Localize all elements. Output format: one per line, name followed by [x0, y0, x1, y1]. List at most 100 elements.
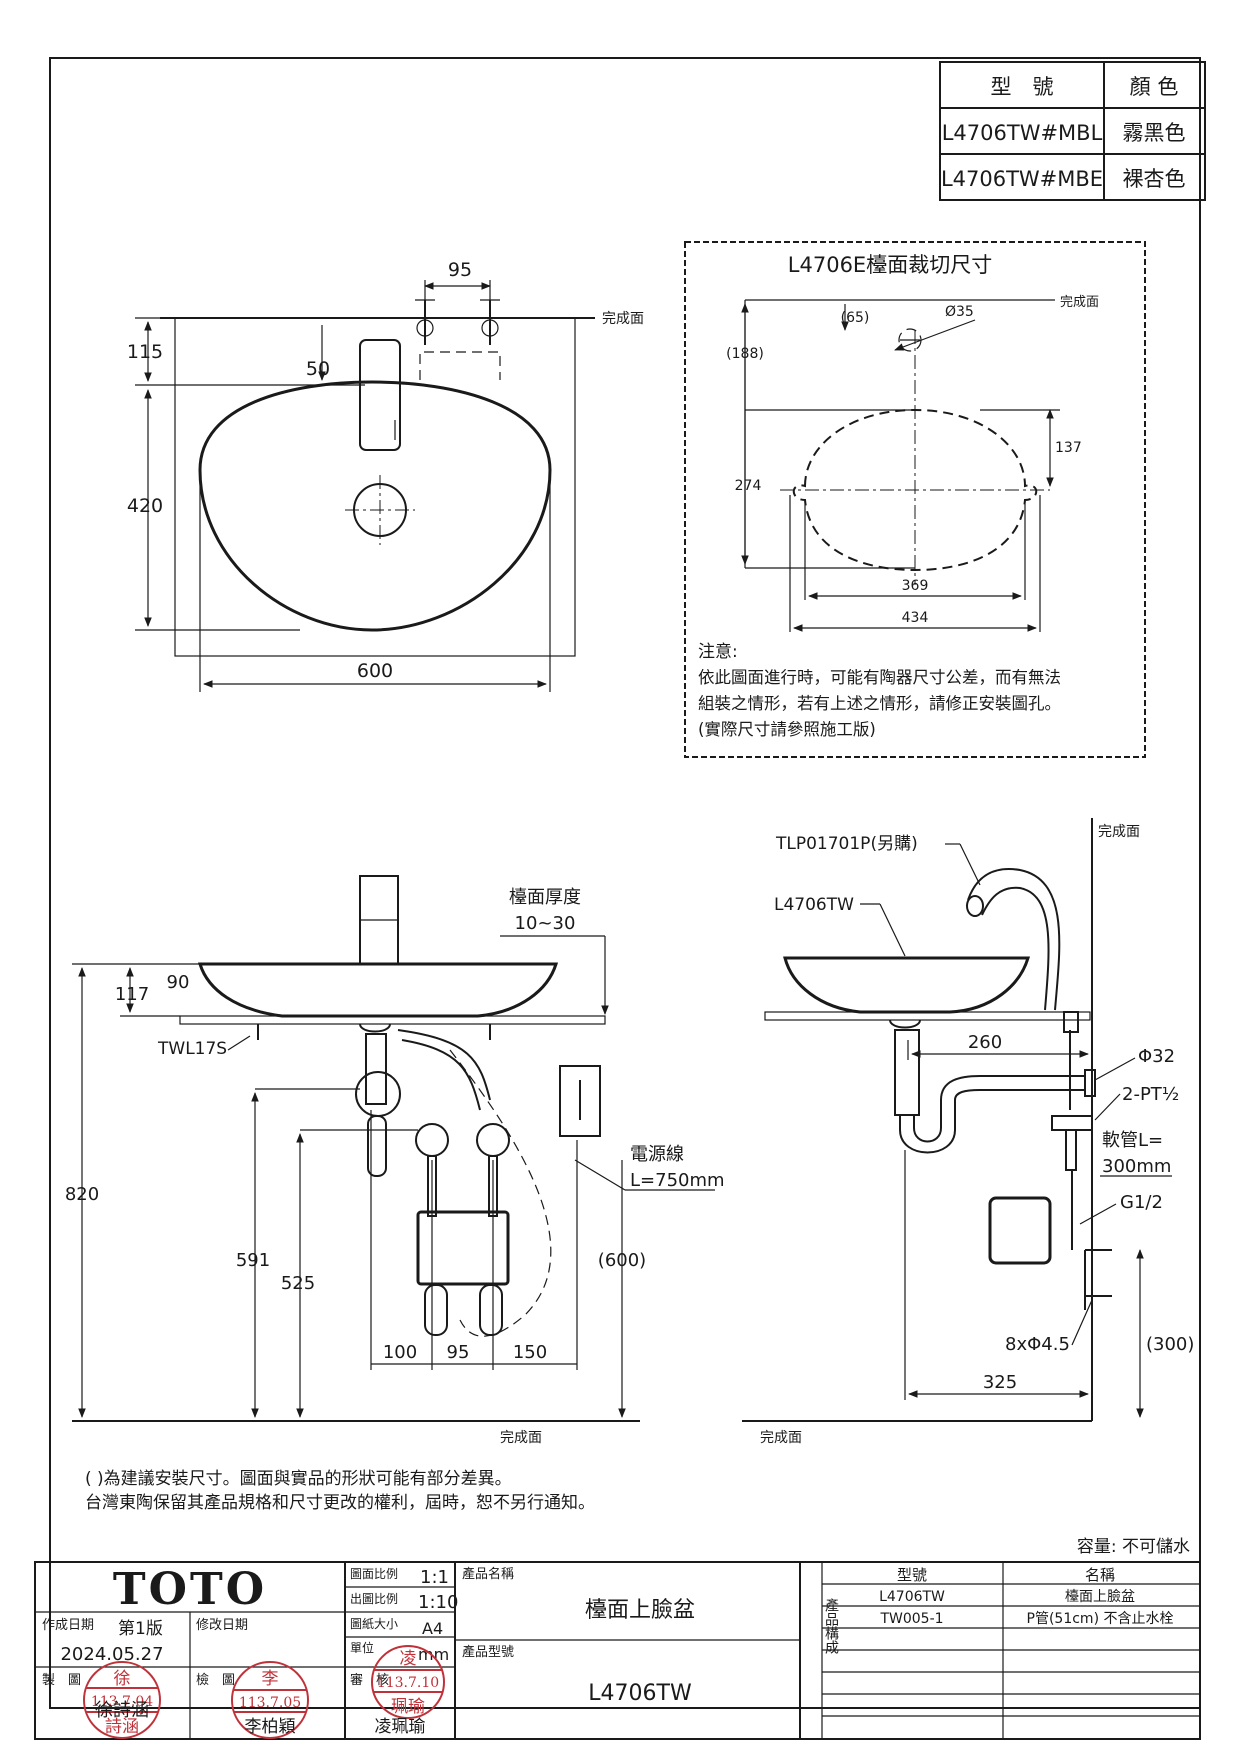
product-name-label: 產品名稱	[462, 1566, 514, 1582]
composition-label-text: 產品構成	[783, 1597, 839, 1655]
composition-label: 產品構成	[783, 1597, 839, 1655]
front-view: 檯面厚度 10~30 117 90 TWL17S 820 591 525 (60…	[65, 875, 725, 1446]
cutout-dim-369: 369	[902, 578, 929, 594]
control-box-side	[988, 1196, 1052, 1265]
power-cord-label: 電源線	[630, 1144, 684, 1165]
comp-header-model: 型號	[897, 1566, 927, 1584]
approve-stamp-top: 凌	[400, 1649, 417, 1669]
top-dim-600: 600	[357, 660, 393, 682]
edition: 第1版	[118, 1619, 163, 1639]
basin-front	[197, 962, 559, 1018]
side-finish-bottom: 完成面	[760, 1430, 802, 1446]
side-finish-top: 完成面	[1098, 824, 1140, 840]
side-hose-label: 軟管L=	[1102, 1130, 1163, 1151]
counter-side	[764, 1011, 1091, 1021]
cutout-panel: L4706E檯面裁切尺寸 完成面 (65) Ø35 (188) 274 137 …	[684, 241, 1146, 758]
color-row-2: 裸杏色	[1123, 167, 1186, 191]
front-dim-600: (600)	[598, 1250, 646, 1271]
check-stamp: 李 113.7.05	[231, 1661, 309, 1739]
approve-stamp: 凌 113.7.10 珮瑜	[371, 1645, 445, 1719]
toto-logo: TOTO	[113, 1564, 267, 1615]
product-name: 檯面上臉盆	[585, 1598, 695, 1623]
front-finish-label: 完成面	[500, 1430, 542, 1446]
twl-label: TWL17S	[157, 1039, 227, 1059]
basin-outline-top	[198, 380, 552, 632]
color-header: 顏 色	[1130, 75, 1179, 99]
model-row-1: L4706TW#MBL	[942, 121, 1103, 145]
cutout-finish-label: 完成面	[1060, 295, 1099, 310]
cutout-dim-137: 137	[1055, 440, 1082, 456]
side-screws-label: 8xΦ4.5	[1005, 1334, 1070, 1355]
cutout-dim-434: 434	[902, 610, 929, 626]
cutout-note-line1: 依此圖面進行時，可能有陶器尺寸公差，而有無法	[698, 668, 1061, 687]
front-dim-95: 95	[447, 1342, 470, 1363]
paper-label: 圖紙大小	[350, 1616, 398, 1631]
note-line-1: ( )為建議安裝尺寸。圖面與實品的形狀可能有部分差異。	[85, 1469, 512, 1489]
comp-row-1-name: 檯面上臉盆	[1065, 1589, 1135, 1605]
wall-fittings	[415, 299, 500, 345]
check-label: 檢 圖	[196, 1672, 235, 1688]
model-header: 型 號	[991, 75, 1054, 99]
revised-date-label: 修改日期	[196, 1618, 248, 1633]
drawn-stamp-date: 113.7.04	[91, 1694, 153, 1710]
comp-row-1-model: L4706TW	[879, 1589, 945, 1605]
top-dim-420: 420	[127, 495, 163, 517]
drawn-label: 製 圖	[42, 1673, 81, 1688]
unit-value: mm	[418, 1645, 449, 1664]
cutout-hole	[898, 328, 922, 352]
approve-signature: 凌珮瑜	[375, 1717, 426, 1737]
side-view: 完成面 TLP01701P(另購) L4706TW 26	[742, 818, 1194, 1446]
print-scale-label: 出圖比例	[350, 1592, 398, 1606]
front-dim-150: 150	[513, 1342, 547, 1363]
top-finish-label: 完成面	[602, 311, 644, 327]
faucet-top	[359, 339, 401, 451]
product-model-label: 產品型號	[462, 1644, 514, 1660]
front-dim-100: 100	[383, 1342, 417, 1363]
front-dim-591: 591	[236, 1250, 270, 1271]
counter-thickness-label: 檯面厚度	[509, 887, 581, 908]
check-signature: 李柏穎	[245, 1717, 296, 1737]
power-cord-length: L=750mm	[630, 1170, 725, 1191]
front-dim-90: 90	[167, 972, 190, 993]
comp-row-2-model: TW005-1	[879, 1611, 943, 1627]
drawn-stamp: 徐 113.7.04 詩涵	[83, 1661, 161, 1739]
approve-stamp-name: 珮瑜	[391, 1697, 425, 1717]
check-stamp-date: 113.7.05	[239, 1695, 301, 1711]
front-dim-117: 117	[115, 984, 149, 1005]
cutout-title: L4706E檯面裁切尺寸	[788, 253, 992, 277]
title-block: TOTO 作成日期 第1版 修改日期 2024.05.27 製 圖 檢 圖 圖面…	[34, 1561, 1201, 1740]
side-pt-label: 2-PT½	[1122, 1084, 1179, 1105]
created-date-label: 作成日期	[42, 1618, 94, 1633]
cutout-note-title: 注意:	[698, 642, 738, 662]
top-dim-50: 50	[306, 358, 330, 380]
paper-value: A4	[422, 1619, 443, 1638]
approve-stamp-date: 113.7.10	[377, 1675, 439, 1691]
counter-thickness-value: 10~30	[515, 913, 576, 934]
comp-row-2-name: P管(51cm) 不含止水栓	[1027, 1611, 1174, 1627]
model-table: 型 號 顏 色 L4706TW#MBL 霧黑色 L4706TW#MBE 裸杏色	[939, 61, 1206, 201]
top-view: 完成面 95 115 50	[127, 259, 644, 692]
drawn-stamp-top: 徐	[114, 1669, 131, 1689]
check-stamp-top: 李	[262, 1669, 279, 1689]
spout-side	[967, 868, 1061, 1011]
drawn-signature: 徐詩涵	[95, 1700, 149, 1721]
drawn-stamp-name: 詩涵	[105, 1717, 139, 1737]
top-dim-115: 115	[127, 341, 163, 363]
side-dim-32: Φ32	[1138, 1046, 1175, 1067]
created-date: 2024.05.27	[60, 1644, 163, 1665]
front-dim-820: 820	[65, 1184, 99, 1205]
basin-side	[783, 956, 1031, 1014]
side-dim-325: 325	[983, 1372, 1017, 1393]
top-dim-95: 95	[448, 259, 472, 281]
side-model-label: L4706TW	[774, 895, 854, 915]
sensor-box-front	[559, 1065, 601, 1137]
front-dim-525: 525	[281, 1273, 315, 1294]
print-scale-value: 1:10	[418, 1592, 458, 1613]
unit-label: 單位	[350, 1640, 374, 1655]
side-g12-label: G1/2	[1120, 1192, 1163, 1213]
comp-header-name: 名稱	[1085, 1566, 1115, 1584]
cutout-dim-35: Ø35	[945, 304, 974, 320]
side-hose-length: 300mm	[1102, 1156, 1171, 1177]
color-row-1: 霧黑色	[1123, 121, 1186, 145]
